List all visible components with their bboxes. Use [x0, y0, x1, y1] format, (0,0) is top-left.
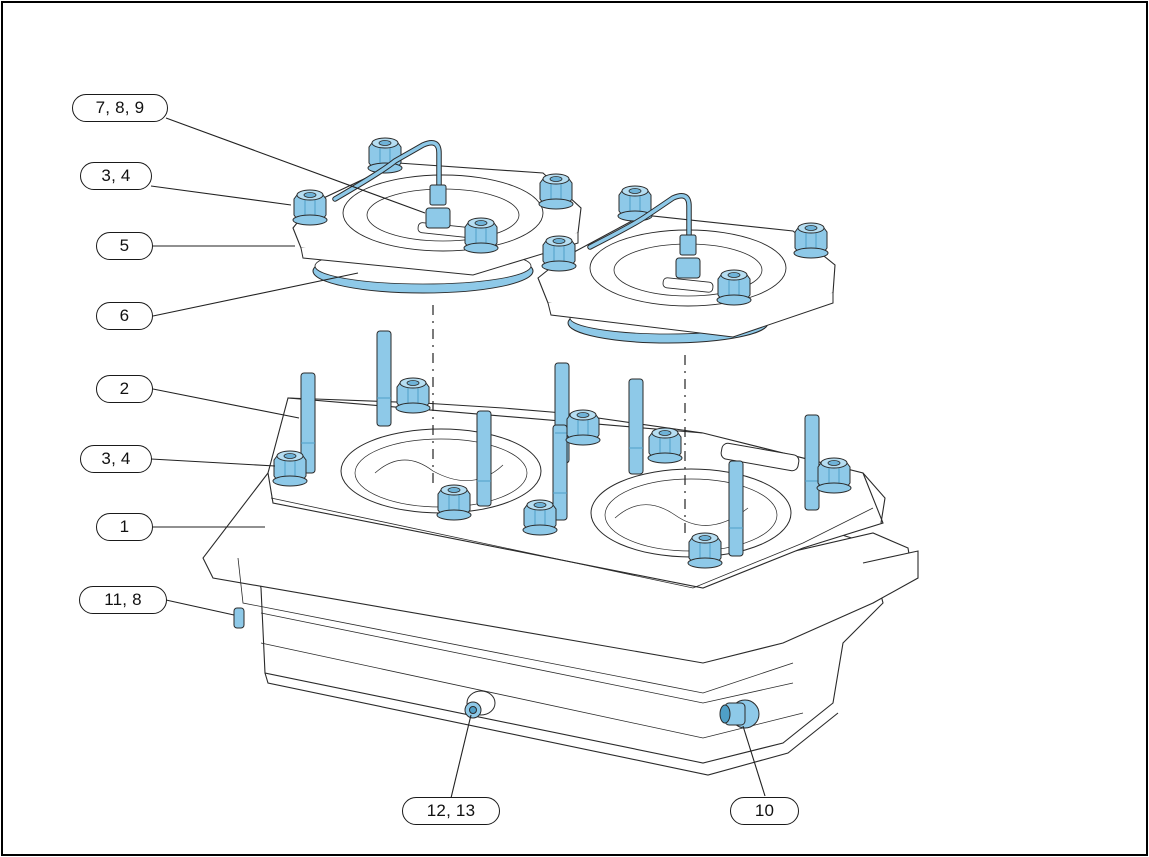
callout-10: 10: [730, 797, 799, 825]
leader-lines: [150, 117, 766, 799]
injector-right: [675, 234, 701, 279]
callout-7-8-9: 7, 8, 9: [72, 94, 168, 122]
injector-left: [425, 184, 451, 229]
alignment-lines: [432, 305, 686, 538]
studs: [300, 330, 820, 557]
fitting-left: [233, 607, 245, 629]
callout-3-4-bottom: 3, 4: [80, 445, 152, 473]
block-logo: [720, 442, 800, 472]
callout-5: 5: [96, 232, 153, 260]
callout-2: 2: [96, 375, 153, 403]
callout-11-8: 11, 8: [79, 586, 167, 614]
exploded-assembly-drawing: [150, 117, 919, 799]
fitting-right: [719, 699, 760, 729]
callout-1: 1: [96, 513, 153, 541]
callout-3-4-top: 3, 4: [80, 162, 152, 190]
fitting-bottom: [464, 690, 496, 719]
callout-12-13: 12, 13: [402, 797, 500, 825]
callout-6: 6: [96, 302, 153, 330]
